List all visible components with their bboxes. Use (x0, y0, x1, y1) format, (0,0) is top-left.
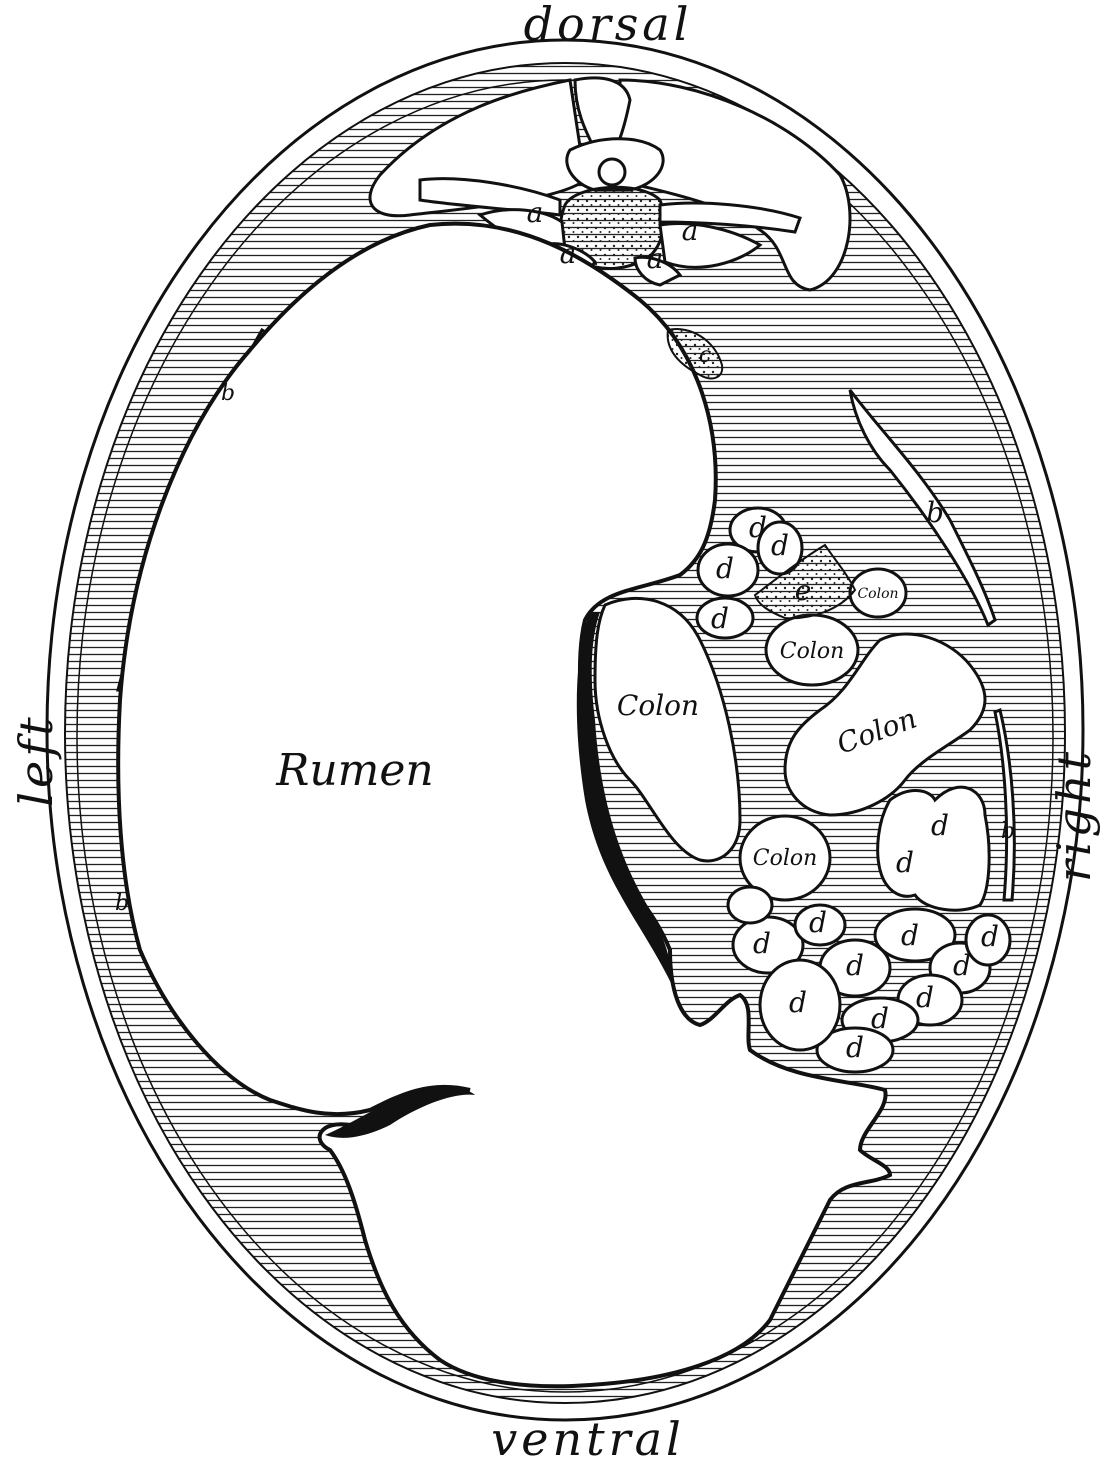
marker-d: d (846, 1031, 864, 1064)
spinal-canal (599, 159, 625, 185)
marker-d: d (953, 949, 971, 982)
marker-a: a (647, 242, 664, 275)
marker-b: b (115, 891, 129, 916)
label-colon-small: Colon (857, 586, 898, 602)
label-rumen: Rumen (275, 745, 434, 796)
label-colon: Colon (617, 689, 699, 722)
marker-d: d (716, 552, 734, 585)
marker-d: d (931, 809, 949, 842)
marker-d: d (846, 949, 864, 982)
label-left: left (9, 713, 63, 806)
marker-d: d (896, 846, 914, 879)
marker-d: d (753, 927, 771, 960)
marker-a: a (560, 237, 577, 270)
marker-d: d (809, 906, 827, 939)
marker-d: d (749, 511, 767, 544)
intestine-loop (878, 787, 989, 910)
marker-d: d (771, 529, 789, 562)
label-dorsal: dorsal (524, 0, 693, 51)
label-colon: Colon (753, 846, 818, 871)
marker-a: a (527, 196, 544, 229)
marker-b: b (926, 496, 944, 529)
marker-d: d (981, 920, 999, 953)
marker-d: d (711, 602, 729, 635)
marker-d: d (789, 986, 807, 1019)
marker-d: d (916, 981, 934, 1014)
marker-d: d (901, 919, 919, 952)
marker-a: a (682, 214, 699, 247)
marker-c: c (699, 343, 711, 368)
marker-d: d (871, 1002, 889, 1035)
label-right: right (1047, 748, 1101, 882)
marker-e: e (795, 574, 812, 607)
label-colon: Colon (780, 639, 845, 664)
marker-b: b (1001, 819, 1015, 844)
label-ventral: ventral (491, 1412, 684, 1466)
marker-b: b (221, 381, 235, 406)
intestine-loop (728, 887, 772, 923)
